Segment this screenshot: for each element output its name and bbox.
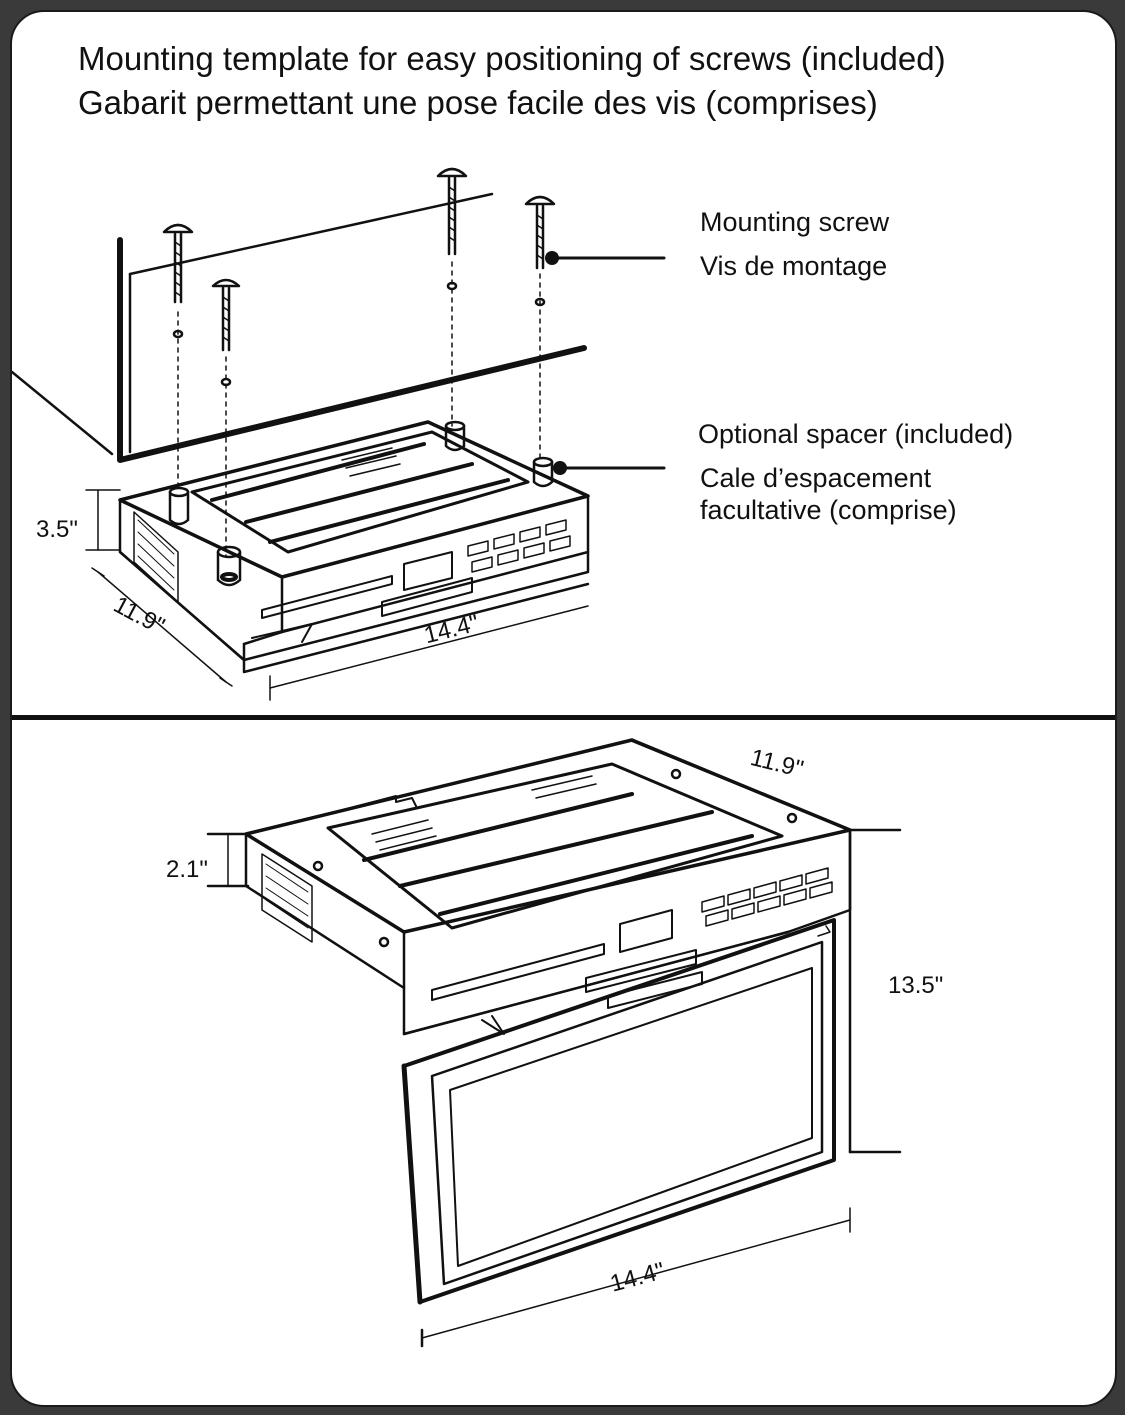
top-height-dimension: 3.5" [36, 516, 78, 543]
mounting-screw-label-fr: Vis de montage [700, 251, 888, 281]
screw-callout-dot [545, 251, 559, 265]
bottom-dimension-lines [227, 829, 851, 1339]
top-unit [118, 420, 590, 674]
mounting-screw-label-en: Mounting screw [700, 207, 890, 237]
panel-divider [12, 715, 1115, 720]
spacer-label-en: Optional spacer (included) [698, 419, 1014, 449]
spacer-label-fr-line2: facultative (comprise) [700, 495, 957, 525]
spacer-label-fr-line1: Cale d’espacement [700, 463, 932, 493]
callout-leaders [550, 256, 666, 470]
mounting-screws [162, 167, 556, 558]
screen-height-dimension: 13.5" [888, 972, 944, 999]
title-french: Gabarit permettant une pose facile des v… [78, 84, 878, 121]
spacer-parts [168, 420, 554, 587]
spacer-callout-dot [553, 461, 567, 475]
manual-sheet: Mounting template for easy positioning o… [10, 10, 1117, 1407]
bottom-height-dimension: 2.1" [166, 856, 208, 883]
top-dimension-lines [85, 489, 589, 701]
flip-down-screen [401, 918, 836, 1305]
bottom-unit [244, 738, 852, 1036]
cabinet-outline [12, 192, 587, 463]
installation-diagram [12, 167, 902, 1348]
title-english: Mounting template for easy positioning o… [78, 40, 946, 77]
